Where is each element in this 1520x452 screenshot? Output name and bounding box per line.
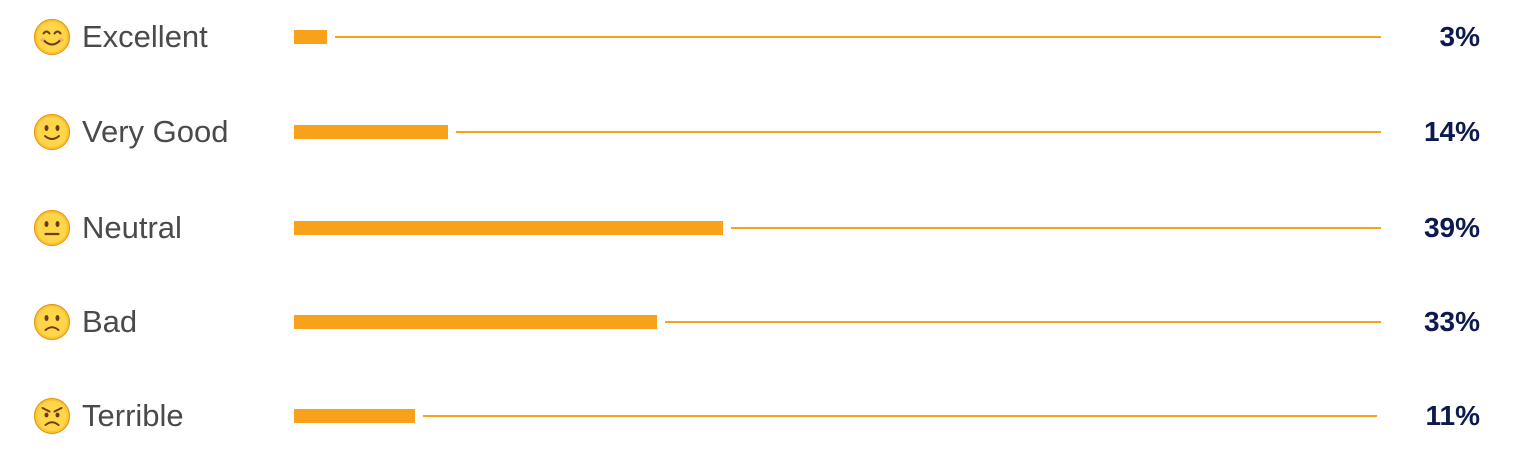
neutral-face-icon [33,209,71,247]
value-label: 3% [1439,21,1480,52]
smiling-face-icon [33,18,71,56]
chart-row-neutral: Neutral 39% [0,208,1520,248]
frowning-face-icon [33,303,71,341]
bar-very-good [294,125,448,139]
bar-bad [294,315,657,329]
value-label: 33% [1423,306,1480,337]
chart-row-terrible: Terrible 11% [0,396,1520,436]
category-label: Bad [82,304,138,339]
category-label: Terrible [82,398,184,433]
category-label: Neutral [82,210,182,245]
bar-track [731,227,1381,229]
value-label: 11% [1425,400,1481,431]
bar-track [665,321,1381,323]
slightly-smiling-face-icon [33,113,71,151]
value-label: 39% [1423,212,1480,243]
value-label: 14% [1423,116,1480,147]
bar-track [423,415,1377,417]
bar-terrible [294,409,415,423]
bar-excellent [294,30,327,44]
category-label: Very Good [82,114,229,149]
angry-face-icon [33,397,71,435]
bar-neutral [294,221,723,235]
chart-row-excellent: Excellent 3% [0,17,1520,57]
bar-track [456,131,1381,133]
chart-row-bad: Bad 33% [0,302,1520,342]
chart-row-very-good: Very Good 14% [0,112,1520,152]
category-label: Excellent [82,19,208,54]
bar-track [335,36,1381,38]
